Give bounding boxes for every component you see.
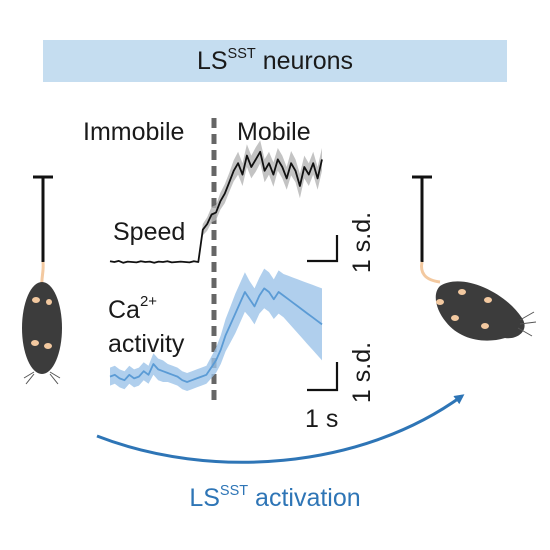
calcium-scale-bar <box>307 362 339 392</box>
left-mouse-whiskers <box>23 371 61 385</box>
speed-label: Speed <box>113 218 186 246</box>
right-mouse-paw <box>436 299 444 305</box>
right-mouse-illustration <box>412 175 537 341</box>
calcium-error-band <box>110 268 322 391</box>
calcium-label-sup: 2+ <box>139 293 158 310</box>
speed-error-band <box>110 140 322 263</box>
calcium-trace-group <box>109 268 323 391</box>
right-mouse-spot <box>484 297 492 303</box>
speed-mean-line <box>109 150 323 264</box>
title-rest: neurons <box>255 47 354 75</box>
calcium-label: Ca2+ activity <box>108 293 184 361</box>
speed-scale-bar <box>307 235 339 263</box>
immobile-label: Immobile <box>83 118 185 146</box>
speed-trace-group <box>109 140 323 264</box>
left-mouse-illustration <box>22 175 62 385</box>
calcium-label-line2: activity <box>108 330 185 358</box>
activation-rest: activation <box>248 484 361 512</box>
left-mouse-spot <box>44 343 52 349</box>
activation-label: LSSST activation <box>0 484 550 513</box>
left-mouse-spot <box>46 299 52 305</box>
title-banner: LSSST neurons <box>43 40 507 82</box>
right-mouse-whiskers <box>517 311 537 337</box>
left-mouse-spot <box>32 297 40 303</box>
mobile-label: Mobile <box>237 118 311 146</box>
activation-arrow <box>96 394 465 464</box>
title-main: LS <box>196 47 228 75</box>
right-mouse-tail <box>420 261 441 284</box>
right-mouse-spot <box>481 323 489 329</box>
right-mouse-body <box>435 281 525 341</box>
speed-y-scale-label: 1 s.d. <box>348 211 377 274</box>
title-superscript: SST <box>227 46 256 63</box>
activation-main: LS <box>189 484 220 512</box>
calcium-label-main: Ca <box>108 296 140 324</box>
left-mouse-body <box>22 282 62 374</box>
activation-superscript: SST <box>219 483 249 500</box>
calcium-mean-line <box>109 287 323 383</box>
calcium-y-scale-label: 1 s.d. <box>348 341 377 404</box>
right-mouse-spot <box>451 315 459 321</box>
left-mouse-spot <box>31 340 39 346</box>
right-mouse-spot <box>458 289 466 295</box>
time-scale-label: 1 s <box>305 405 339 433</box>
